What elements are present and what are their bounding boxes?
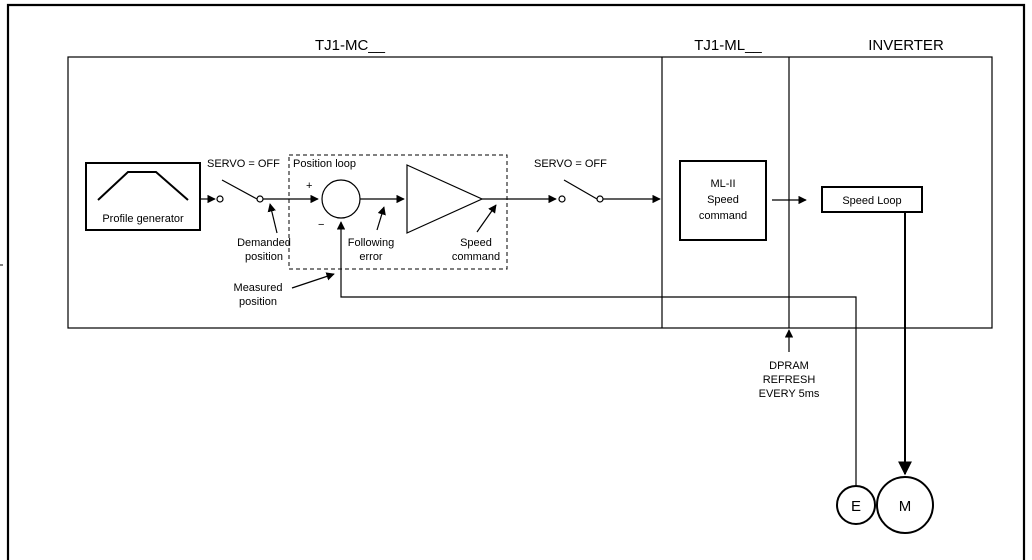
switch2-blade <box>563 179 598 200</box>
measured-position-pointer <box>291 272 335 289</box>
demanded-position-pointer <box>267 203 278 234</box>
switch1-right-contact <box>256 195 264 203</box>
system-boundary <box>67 56 993 329</box>
profile-generator-label: Profile generator <box>102 213 184 225</box>
speed-command-label-2: command <box>452 251 500 263</box>
dpram-label-2: REFRESH <box>763 374 816 386</box>
switch1-left-contact <box>216 195 224 203</box>
summing-minus-sign: − <box>318 219 324 231</box>
position-loop-box <box>288 154 508 270</box>
following-error-label-1: Following <box>348 237 394 249</box>
switch1-blade <box>221 179 258 200</box>
ml-ii-label-line2: Speed <box>707 194 739 206</box>
measured-position-label-2: position <box>239 296 277 308</box>
ml-ii-label-line3: command <box>699 210 747 222</box>
speed-command-label-1: Speed <box>460 237 492 249</box>
speed-loop-block <box>821 186 923 213</box>
ml-ii-label-line1: ML-II <box>710 178 735 190</box>
dpram-label-1: DPRAM <box>769 360 809 372</box>
ml-ii-speed-command-block <box>679 160 767 241</box>
speed-loop-label: Speed Loop <box>842 195 901 207</box>
motor-symbol <box>876 476 934 534</box>
encoder-label: E <box>851 498 861 515</box>
measured-position-label-1: Measured <box>234 282 283 294</box>
servo-off-label-1: SERVO = OFF <box>207 158 280 170</box>
switch2-left-contact <box>558 195 566 203</box>
following-error-label-2: error <box>359 251 383 263</box>
position-loop-label: Position loop <box>293 158 356 170</box>
measured-position-feedback <box>336 221 857 486</box>
section-label-mc: TJ1-MC__ <box>315 37 386 54</box>
page-frame <box>6 3 1026 560</box>
speed-command-pointer <box>476 204 497 233</box>
demanded-position-label-1: Demanded <box>237 237 291 249</box>
section-label-inverter: INVERTER <box>868 37 944 54</box>
servo-off-label-2: SERVO = OFF <box>534 158 607 170</box>
encoder-symbol <box>836 485 876 525</box>
section-label-ml: TJ1-ML__ <box>694 37 762 54</box>
following-error-pointer <box>376 206 386 231</box>
demanded-position-label-2: position <box>245 251 283 263</box>
dpram-label-3: EVERY 5ms <box>759 388 820 400</box>
summing-junction <box>321 179 361 219</box>
motor-label: M <box>899 498 912 515</box>
switch2-right-contact <box>596 195 604 203</box>
gain-triangle <box>406 164 484 234</box>
profile-generator-block <box>85 162 201 231</box>
summing-plus-sign: + <box>306 180 312 192</box>
trapezoid-profile-icon <box>97 171 189 201</box>
